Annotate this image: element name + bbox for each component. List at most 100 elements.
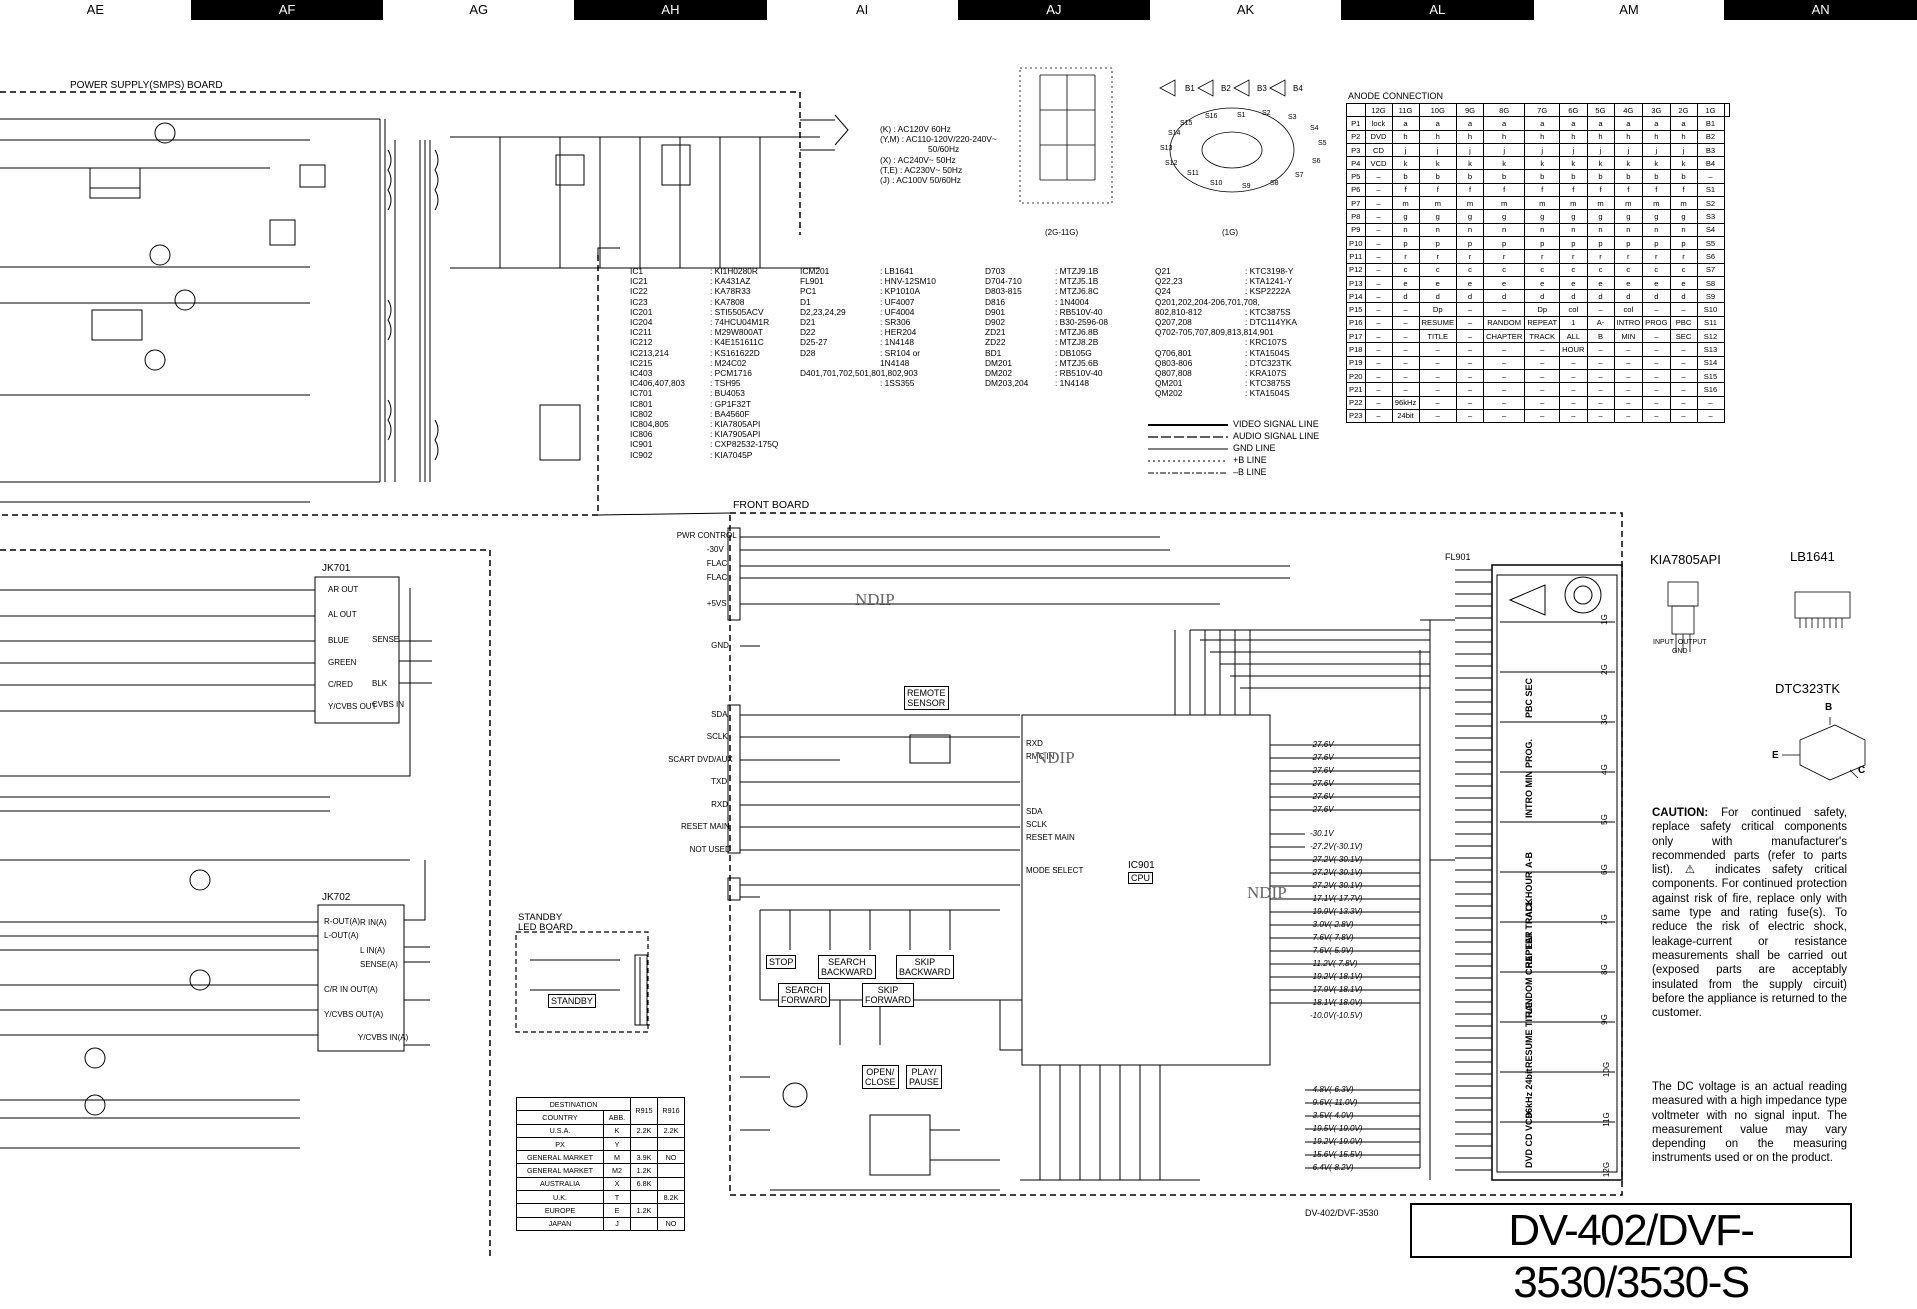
anode-cell: r [1456, 249, 1485, 264]
ic901-right-voltage: -27.6V [1310, 753, 1334, 762]
jk702-pin: R-OUT(A) [324, 917, 360, 926]
standby-board-title: STANDBY LED BOARD [518, 912, 573, 933]
anode-cell: TRACK [1524, 329, 1561, 344]
s-label: S5 [1318, 140, 1327, 147]
part-value: : BU4053 [710, 388, 745, 399]
part-ref: IC403 [630, 368, 653, 379]
part-ref: IC901 [630, 439, 653, 450]
dest-cell: JAPAN [516, 1216, 604, 1231]
anode-grid-header: 4G [1613, 102, 1644, 118]
parts-row: D704-710: MTZJ5.1B [985, 276, 1108, 286]
parts-row: 802,810-812: KTC3875S [1155, 307, 1297, 317]
anode-cell: – [1642, 395, 1671, 410]
part-ref: D25-27 [800, 337, 828, 348]
anode-cell: – [1586, 355, 1615, 370]
anode-cell: a [1642, 116, 1671, 131]
part-ref: IC21 [630, 276, 648, 287]
part-ref: IC22 [630, 286, 648, 297]
anode-cell: k [1456, 156, 1485, 171]
anode-cell: – [1483, 368, 1526, 384]
ic901-right-voltage: -10.0V(-10.5V) [1310, 1011, 1363, 1020]
parts-row: IC23: KA7808 [630, 297, 778, 307]
part-value: : MTZJ5.1B [1055, 276, 1099, 287]
anode-corner-right [1723, 102, 1730, 118]
parts-row: IC22: KA78R33 [630, 286, 778, 296]
caution-note: CAUTION: For continued safety, replace s… [1652, 806, 1847, 1020]
cn901-pin: -30V [706, 545, 724, 554]
anode-cell: P7 [1346, 196, 1366, 211]
dtc323tk-title: DTC323TK [1775, 681, 1841, 696]
anode-cell: – [1418, 355, 1458, 370]
part-value: : KTC3875S [1245, 378, 1291, 389]
fl-grid-label: 1G [1599, 614, 1609, 625]
ic901-bottom-voltage: -9.6V(-11.0V) [1310, 1098, 1358, 1107]
dest-cell: GENERAL MARKET [516, 1163, 604, 1178]
anode-cell: p [1483, 235, 1526, 251]
anode-cell: f [1559, 182, 1588, 198]
dest-cell: X [603, 1176, 631, 1192]
anode-cell: a [1391, 116, 1420, 131]
anode-cell: B [1586, 329, 1615, 344]
anode-cell: – [1559, 395, 1588, 410]
anode-cell: P6 [1346, 182, 1366, 198]
anode-cell: 24bit [1391, 408, 1420, 424]
part-ref: IC1 [630, 266, 644, 276]
anode-cell: g [1559, 209, 1588, 224]
anode-cell: r [1586, 249, 1615, 264]
cn901-pin: +5VS [706, 599, 727, 608]
ic901-bottom-voltage: -19.2V(-19.0V) [1310, 1137, 1363, 1146]
s-label: S10 [1210, 180, 1223, 187]
anode-cell: e [1391, 275, 1420, 291]
dest-cell [657, 1163, 685, 1178]
ic901-right-voltage: -27.6V [1310, 779, 1334, 788]
grid-column-aj: AJ [958, 0, 1151, 20]
dest-cell: 2.2K [630, 1123, 658, 1138]
anode-cell: – [1613, 342, 1644, 357]
kia-pin-labels: INPUT OUTPUT GND [1653, 639, 1707, 655]
anode-cell: j [1559, 142, 1588, 158]
ic901-left-pin: RMC IN [1026, 752, 1055, 761]
anode-cell: – [1524, 342, 1561, 357]
anode-cell: – [1364, 262, 1393, 277]
parts-row: Q706,801: KTA1504S [1155, 348, 1297, 358]
anode-cell: g [1456, 209, 1485, 224]
fl-segment-text: INTRO MIN [1524, 771, 1534, 818]
ic901-left-pin: SCLK [1026, 820, 1047, 829]
jk701-pin: GREEN [328, 658, 357, 667]
anode-cell: – [1669, 355, 1698, 370]
parts-row: ZD22: MTZJ8.2B [985, 337, 1108, 347]
anode-cell: n [1483, 222, 1526, 237]
parts-row: Q702-705,707,809,813,814,901 [1155, 327, 1297, 337]
standby-switch-label: STANDBY [548, 994, 596, 1008]
fl-segment-text: PBC SEC [1524, 677, 1534, 718]
anode-cell: S16 [1696, 382, 1725, 397]
anode-cell: P4 [1346, 156, 1366, 171]
anode-cell: – [1642, 368, 1671, 384]
anode-cell: p [1559, 235, 1588, 251]
anode-cell: f [1418, 182, 1458, 198]
cn902-pin: SCLK [706, 732, 728, 741]
part-ref: IC23 [630, 296, 648, 307]
anode-cell: REPEAT [1524, 315, 1561, 331]
anode-cell: n [1524, 222, 1561, 237]
part-ref: IC902 [630, 449, 653, 460]
anode-cell: Dp [1418, 302, 1458, 317]
ic901-bottom-voltage: -6.4V(-8.2V) [1310, 1163, 1354, 1172]
anode-cell: – [1456, 329, 1485, 344]
part-ref: Q21 [1155, 266, 1171, 276]
grid-column-ae: AE [0, 0, 192, 20]
part-ref: IC201 [630, 306, 653, 317]
part-value: : M29W800AT [710, 327, 763, 338]
anode-cell: p [1524, 235, 1561, 251]
anode-cell: – [1418, 395, 1458, 410]
part-value: : CXP82532-175Q [710, 439, 779, 450]
part-value: : K4E151611C [710, 337, 764, 348]
grid-column-af: AF [191, 0, 384, 20]
part-value: : STI5505ACV [710, 306, 764, 317]
anode-cell: – [1483, 395, 1526, 410]
anode-cell: – [1391, 329, 1420, 344]
part-value: : DTC114YKA [1245, 317, 1297, 328]
s-label: S1 [1237, 112, 1246, 119]
part-ref: DM203,204 [985, 378, 1029, 389]
parts-row: D703: MTZJ9.1B [985, 266, 1108, 276]
